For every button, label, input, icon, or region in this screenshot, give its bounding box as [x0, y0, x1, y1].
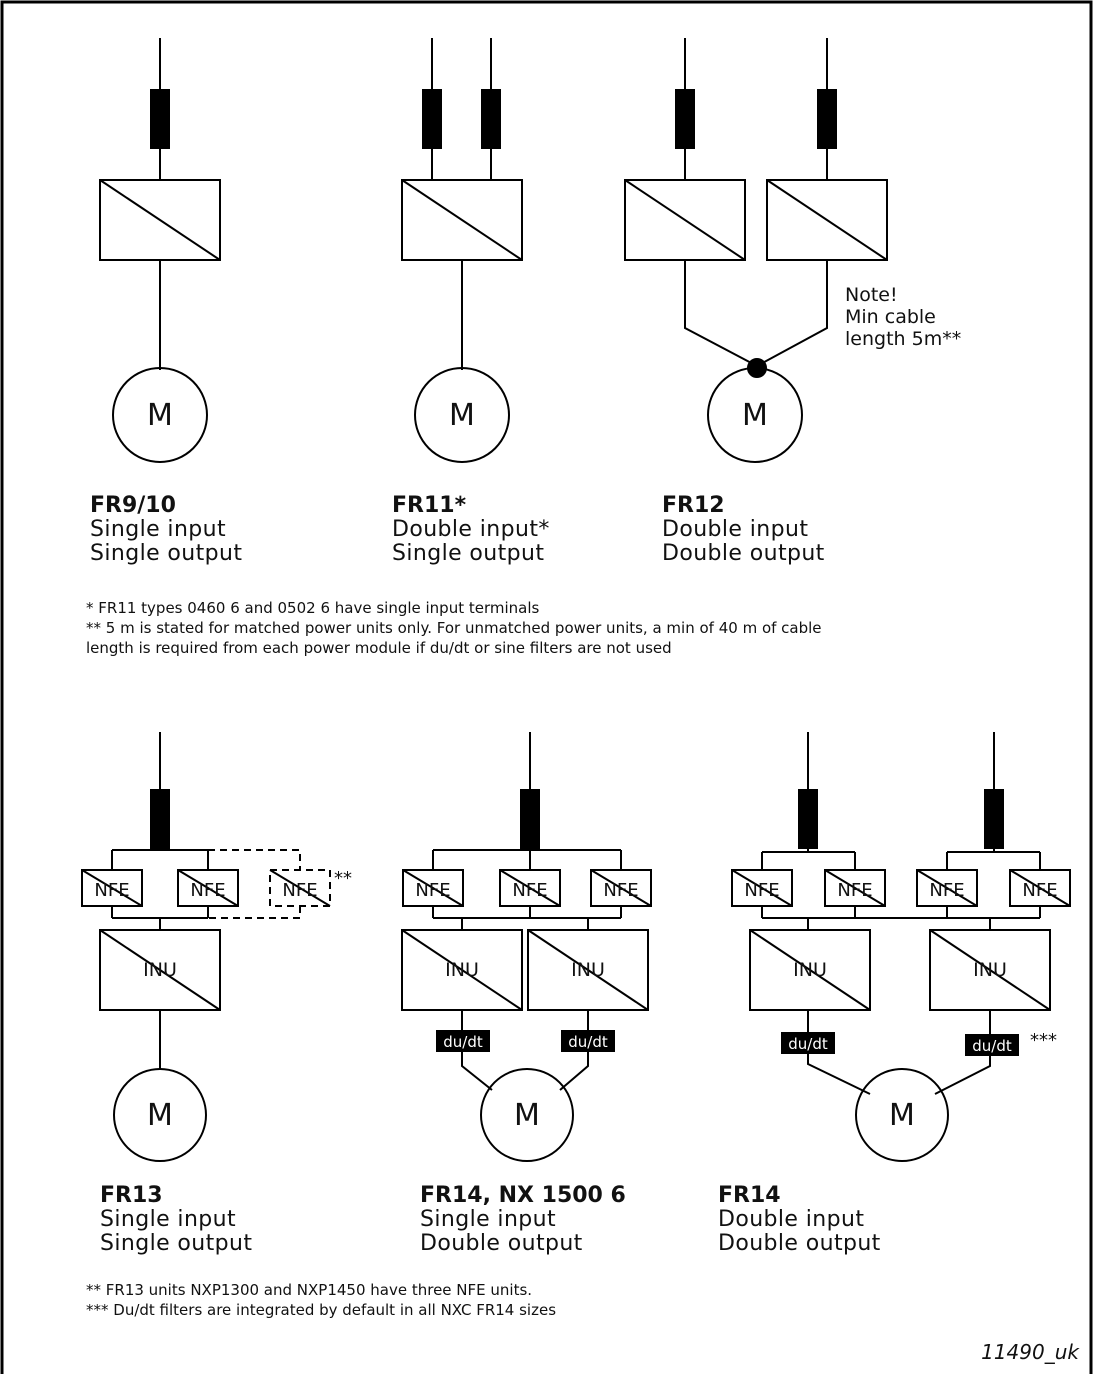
caption-fr11: FR11* Double input* Single output: [392, 494, 550, 566]
dudt-label: du/dt: [972, 1037, 1012, 1055]
footnote: ** FR13 units NXP1300 and NXP1450 have t…: [86, 1281, 533, 1299]
fr14-double-diagram: [731, 732, 1071, 1162]
motor-circle: [113, 1068, 207, 1162]
motor-circle: [112, 367, 208, 463]
fuse: [150, 89, 170, 149]
fuse: [798, 789, 818, 849]
fuse: [817, 89, 837, 149]
caption-line: Double input*: [392, 517, 550, 542]
dudt-filters: [436, 1030, 1019, 1056]
caption-line: Double output: [420, 1231, 583, 1256]
motor-label: M: [514, 1098, 540, 1133]
fr12-diagram: [624, 38, 888, 463]
motor-circle: [414, 367, 510, 463]
caption-line: Single output: [392, 541, 545, 566]
nfe-label: NFE: [1022, 880, 1057, 901]
motor-label: M: [147, 398, 173, 433]
inu-label: INU: [571, 959, 605, 981]
optional-nfe: [208, 849, 331, 919]
nfe-label: NFE: [603, 880, 638, 901]
fuse: [675, 89, 695, 149]
caption-line: Double output: [662, 541, 825, 566]
nfe-label: NFE: [415, 880, 450, 901]
dudt-label: du/dt: [788, 1035, 828, 1053]
caption-fr9-10: FR9/10 Single input Single output: [90, 494, 242, 566]
fuse: [150, 789, 170, 849]
caption-fr13: FR13 Single input Single output: [100, 1184, 252, 1256]
dudt-label: du/dt: [443, 1033, 483, 1051]
nfe-label: NFE: [929, 880, 964, 901]
inu-label: INU: [143, 959, 177, 981]
footnote: length is required from each power modul…: [86, 639, 672, 657]
fr12-note: Note! Min cable length 5m**: [845, 284, 961, 350]
caption-line: Single output: [100, 1231, 253, 1256]
caption-fr14-double: FR14 Double input Double output: [718, 1184, 881, 1256]
fuse: [481, 89, 501, 149]
inu-label: INU: [973, 959, 1007, 981]
nfe-label: NFE: [744, 880, 779, 901]
caption-title: FR13: [100, 1183, 163, 1208]
nfe-label: NFE: [94, 880, 129, 901]
motor-label: M: [147, 1098, 173, 1133]
caption-title: FR14, NX 1500 6: [420, 1183, 626, 1208]
footnote: ** 5 m is stated for matched power units…: [86, 619, 822, 637]
caption-line: Single input: [420, 1207, 557, 1232]
fr14-single-diagram: [401, 732, 652, 1162]
caption-line: Double input: [718, 1207, 865, 1232]
inu-label: INU: [445, 959, 479, 981]
footnote: *** Du/dt filters are integrated by defa…: [86, 1301, 557, 1319]
nfe-optional-mark: **: [334, 868, 352, 889]
inu-box: [749, 929, 871, 1011]
caption-line: Double input: [662, 517, 809, 542]
footnotes-top: * FR11 types 0460 6 and 0502 6 have sing…: [86, 598, 822, 658]
dudt-mark: ***: [1030, 1030, 1057, 1051]
fr12-note-line: length 5m**: [845, 328, 962, 350]
caption-line: Single input: [100, 1207, 237, 1232]
motor-label: M: [742, 398, 768, 433]
footnote: * FR11 types 0460 6 and 0502 6 have sing…: [86, 599, 540, 617]
motor-circle: [707, 367, 803, 463]
motor-circle: [855, 1068, 949, 1162]
caption-line: Single output: [90, 541, 243, 566]
caption-title: FR11*: [392, 493, 467, 518]
figure-id: 11490_uk: [981, 1340, 1079, 1364]
motor-label: M: [889, 1098, 915, 1133]
dudt-label: du/dt: [568, 1033, 608, 1051]
fr11-diagram: [401, 38, 523, 463]
fr12-note-line: Note!: [845, 284, 898, 306]
fr12-note-line: Min cable: [845, 306, 936, 328]
footnotes-bottom: ** FR13 units NXP1300 and NXP1450 have t…: [86, 1280, 556, 1320]
fuse: [984, 789, 1004, 849]
caption-title: FR9/10: [90, 493, 176, 518]
nfe-label: NFE: [837, 880, 872, 901]
caption-title: FR14: [718, 1183, 781, 1208]
caption-fr12: FR12 Double input Double output: [662, 494, 825, 566]
nfe-label: NFE: [282, 880, 317, 901]
caption-title: FR12: [662, 493, 725, 518]
nfe-label: NFE: [190, 880, 225, 901]
nfe-label: NFE: [512, 880, 547, 901]
caption-fr14-nx1500: FR14, NX 1500 6 Single input Double outp…: [420, 1184, 626, 1256]
fr9-10-diagram: [99, 38, 221, 463]
caption-line: Double output: [718, 1231, 881, 1256]
motor-circle: [480, 1068, 574, 1162]
caption-line: Single input: [90, 517, 227, 542]
fuse: [422, 89, 442, 149]
fr13-diagram: [81, 732, 331, 1162]
fuse: [520, 789, 540, 849]
motor-label: M: [449, 398, 475, 433]
inu-label: INU: [793, 959, 827, 981]
